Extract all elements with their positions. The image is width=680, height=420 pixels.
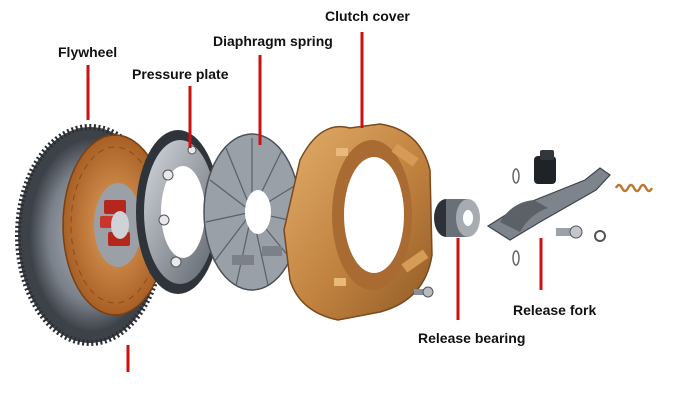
diaphragm-spring-label: Diaphragm spring [213, 33, 333, 49]
flywheel-label: Flywheel [58, 44, 118, 60]
release-fork [486, 150, 611, 266]
pressure-plate-label: Pressure plate [132, 66, 229, 82]
pivot-bolt [556, 225, 583, 239]
bolt [414, 286, 434, 298]
pressure-plate [136, 130, 220, 294]
release-bearing-label: Release bearing [418, 330, 526, 346]
clutch-cover-label: Clutch cover [325, 8, 410, 24]
release-bearing [434, 199, 480, 237]
clutch-cover [283, 123, 433, 321]
diaphragm-spring [203, 133, 301, 291]
release-fork-label: Release fork [513, 302, 597, 318]
return-spring [614, 183, 654, 193]
leader-lines [86, 32, 543, 372]
